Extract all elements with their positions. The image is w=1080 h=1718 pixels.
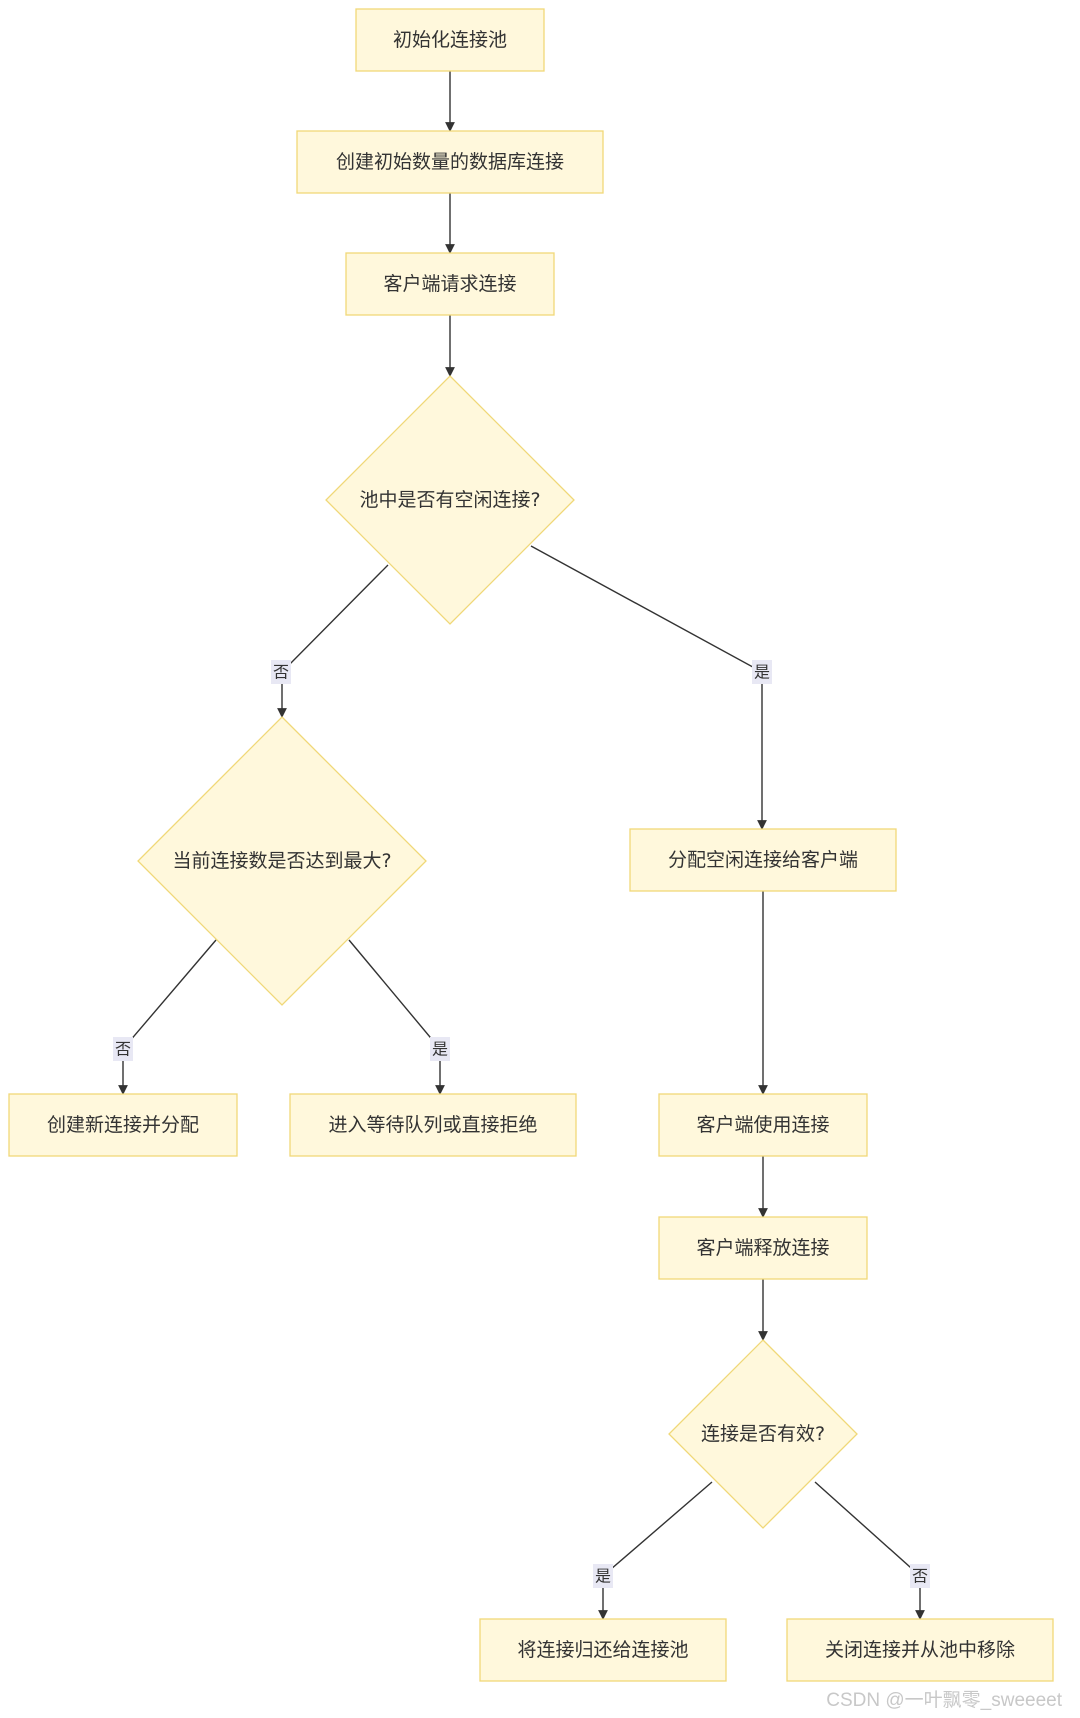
edge-label-background	[113, 1037, 133, 1061]
edge-label-e12: 否	[910, 1564, 930, 1588]
process-box	[8, 1093, 238, 1157]
process-box	[658, 1093, 868, 1157]
node-create-initial: 创建初始数量的数据库连接	[296, 130, 604, 194]
node-create-new: 创建新连接并分配	[8, 1093, 238, 1157]
node-is-valid: 连接是否有效?	[668, 1339, 858, 1529]
node-label: 分配空闲连接给客户端	[668, 849, 858, 871]
decision-diamond	[668, 1339, 858, 1529]
decision-diamond	[137, 716, 427, 1006]
edge-label-text: 否	[273, 663, 289, 682]
node-label: 池中是否有空闲连接?	[359, 489, 540, 511]
node-label: 当前连接数是否达到最大?	[172, 850, 391, 872]
edge-label-background	[752, 660, 772, 684]
process-box	[479, 1618, 727, 1682]
edge-label-background	[910, 1564, 930, 1588]
edge-label-background	[430, 1037, 450, 1061]
process-box	[355, 8, 545, 72]
node-label: 将连接归还给连接池	[517, 1639, 688, 1661]
node-label: 创建初始数量的数据库连接	[336, 151, 564, 173]
node-wait-or-reject: 进入等待队列或直接拒绝	[289, 1093, 577, 1157]
edge-label-e7: 是	[430, 1037, 450, 1061]
edge-is_valid-to-close_remove	[814, 1481, 925, 1620]
node-assign-idle: 分配空闲连接给客户端	[629, 828, 897, 892]
node-client-release: 客户端释放连接	[658, 1216, 868, 1280]
edge-max_reached-to-wait_or_reject	[348, 939, 445, 1095]
edge-label-text: 否	[912, 1567, 928, 1586]
process-box	[345, 252, 555, 316]
edge-is_valid-to-return_pool	[598, 1481, 713, 1620]
edge-has_idle-to-assign_idle	[530, 545, 767, 830]
edge-label-text: 否	[115, 1040, 131, 1059]
node-label: 客户端请求连接	[383, 273, 516, 295]
edge-max_reached-to-create_new	[118, 939, 217, 1095]
process-box	[296, 130, 604, 194]
node-label: 初始化连接池	[393, 29, 507, 51]
node-max-reached: 当前连接数是否达到最大?	[137, 716, 427, 1006]
node-close-remove: 关闭连接并从池中移除	[786, 1618, 1054, 1682]
decision-diamond	[325, 375, 575, 625]
edge-label-e4: 否	[271, 660, 291, 684]
node-has-idle: 池中是否有空闲连接?	[325, 375, 575, 625]
edge-label-text: 是	[595, 1567, 611, 1586]
edge-label-e6: 否	[113, 1037, 133, 1061]
edge-label-background	[271, 660, 291, 684]
node-label: 连接是否有效?	[701, 1423, 825, 1445]
node-init-pool: 初始化连接池	[355, 8, 545, 72]
node-label: 进入等待队列或直接拒绝	[328, 1114, 537, 1136]
node-return-pool: 将连接归还给连接池	[479, 1618, 727, 1682]
process-box	[289, 1093, 577, 1157]
edge-has_idle-to-max_reached	[277, 564, 389, 718]
node-client-request: 客户端请求连接	[345, 252, 555, 316]
process-box	[658, 1216, 868, 1280]
edge-label-e5: 是	[752, 660, 772, 684]
process-box	[629, 828, 897, 892]
node-label: 客户端使用连接	[696, 1114, 829, 1136]
node-label: 创建新连接并分配	[47, 1114, 199, 1136]
node-client-use: 客户端使用连接	[658, 1093, 868, 1157]
process-box	[786, 1618, 1054, 1682]
edge-label-background	[593, 1564, 613, 1588]
edge-label-text: 是	[432, 1040, 448, 1059]
edge-label-e11: 是	[593, 1564, 613, 1588]
node-label: 客户端释放连接	[696, 1237, 829, 1259]
node-label: 关闭连接并从池中移除	[825, 1639, 1015, 1661]
edge-label-text: 是	[754, 663, 770, 682]
watermark: CSDN @一叶飘零_sweeeet	[826, 1690, 1062, 1711]
